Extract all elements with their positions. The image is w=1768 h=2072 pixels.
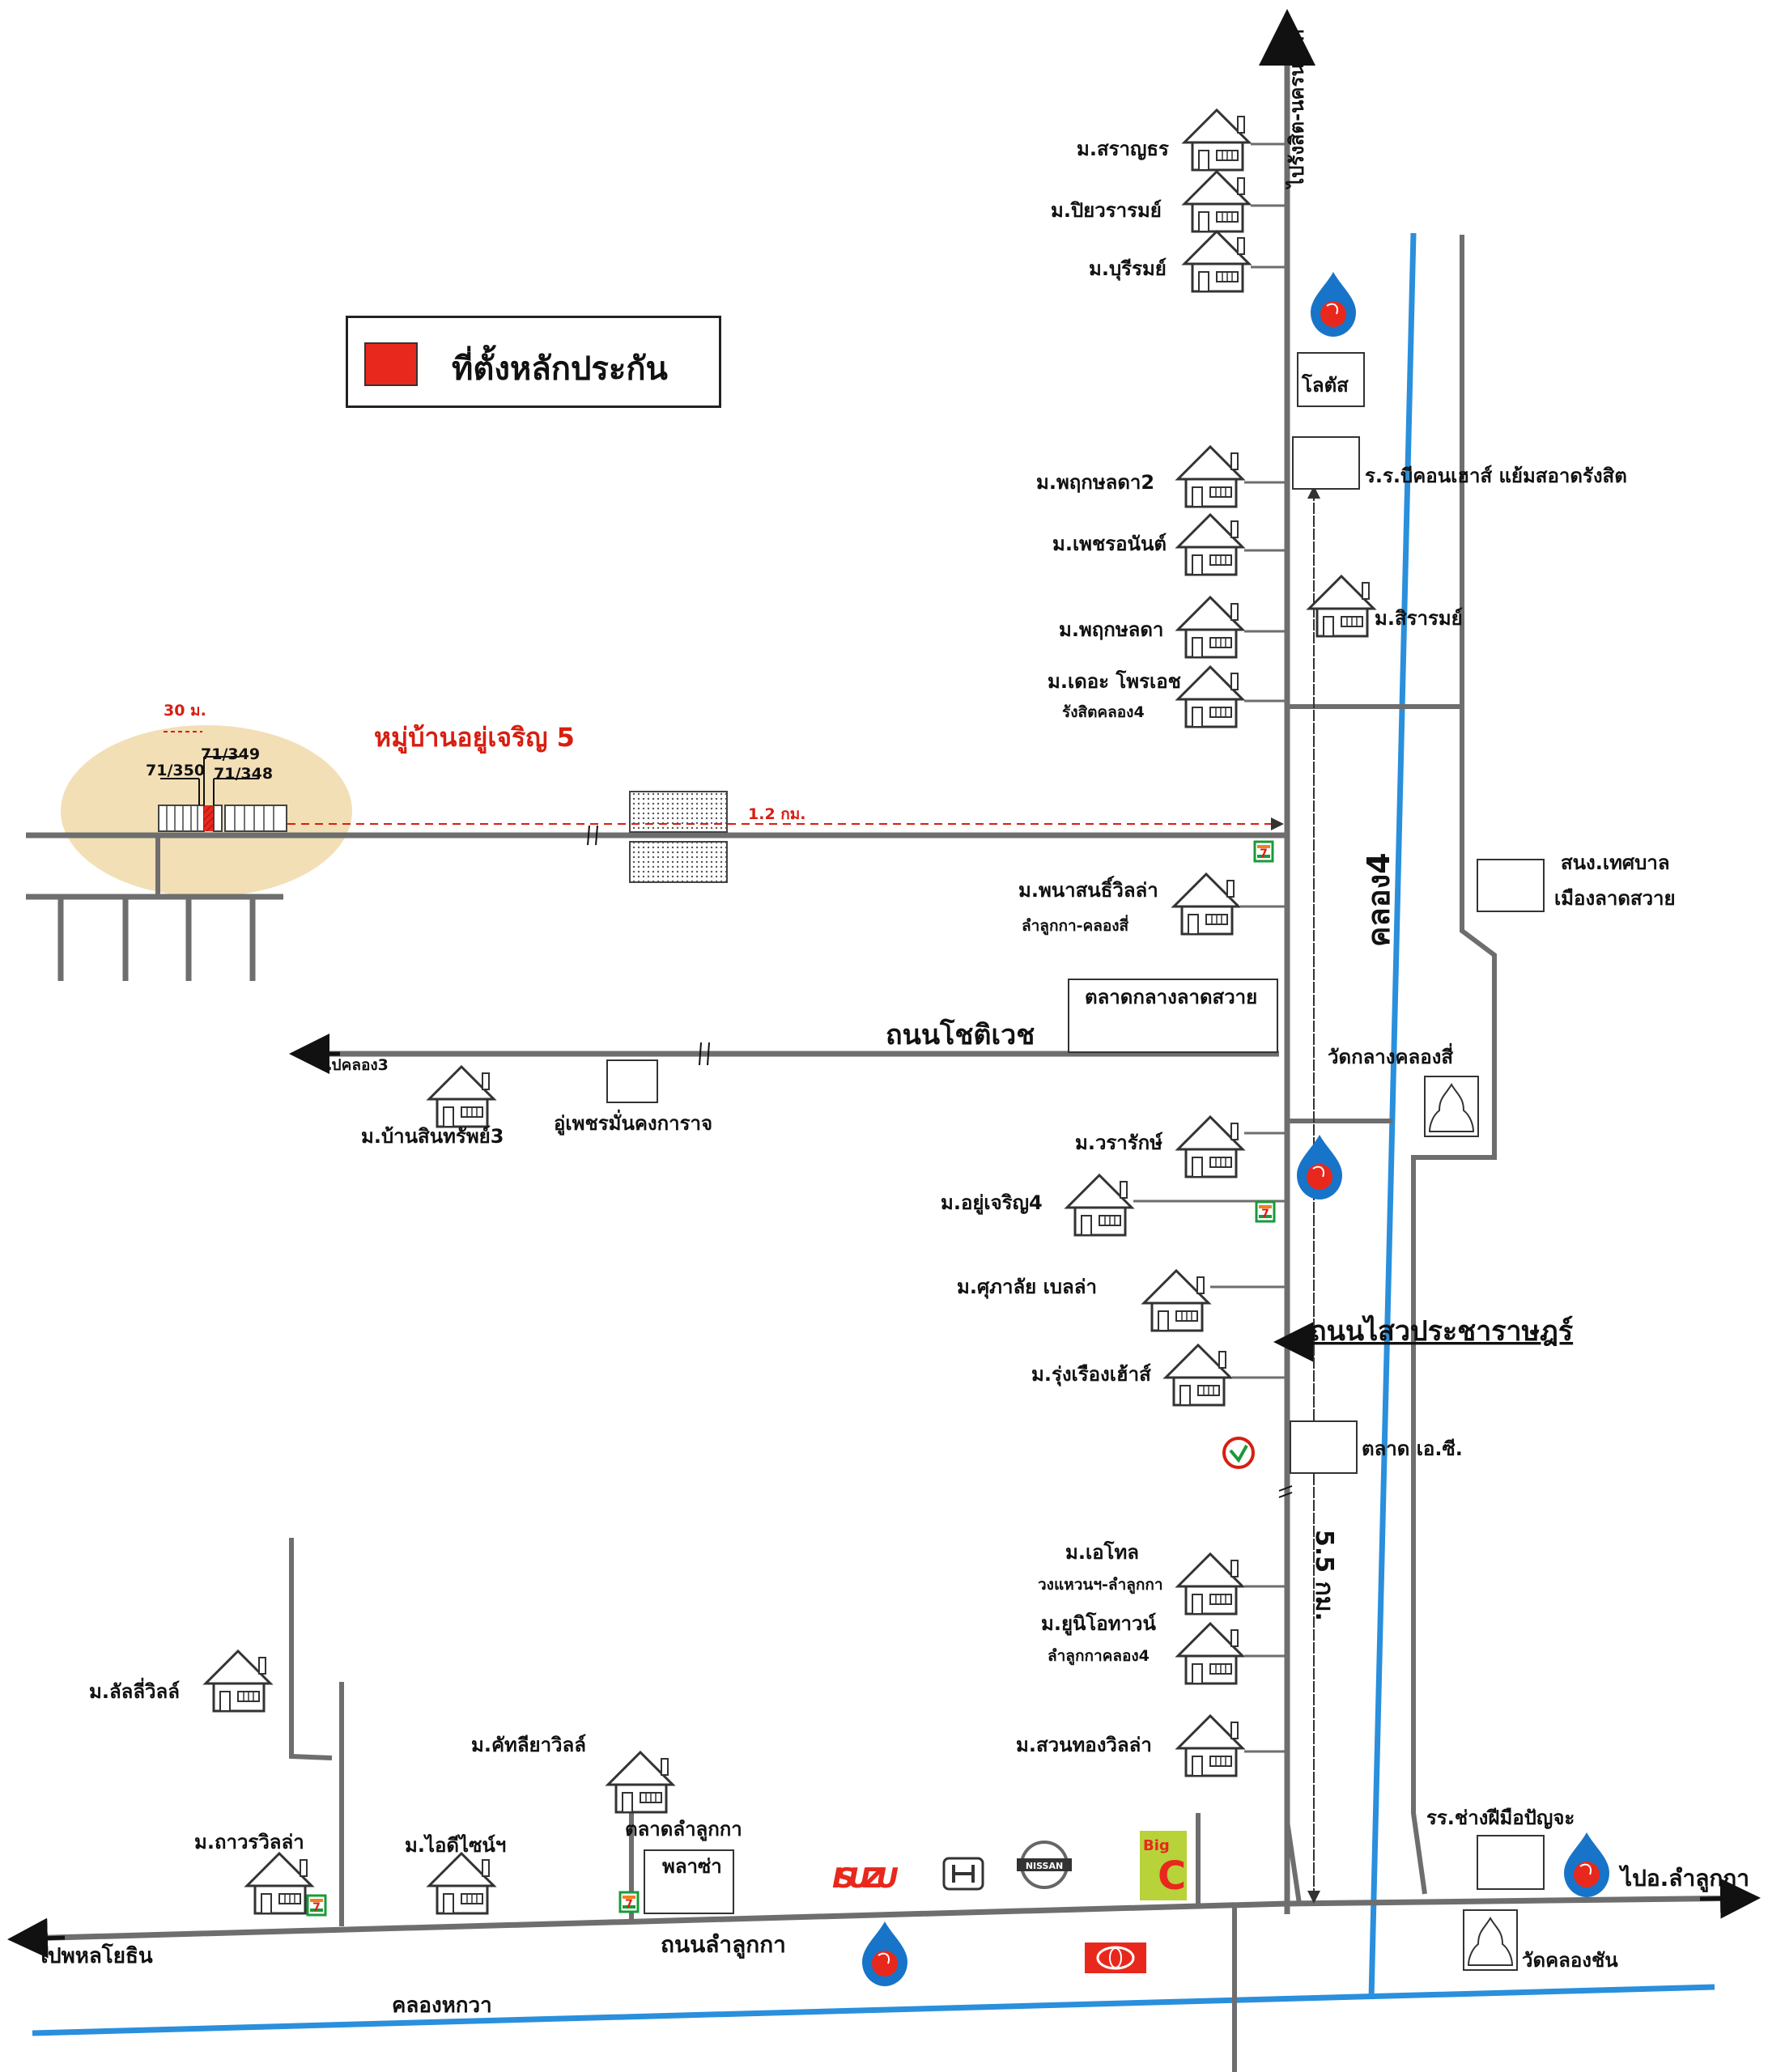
- municipal-label: สนง.เทศบาล: [1561, 851, 1670, 874]
- map-label: ม.บ้านสินทรัพย์3: [361, 1125, 504, 1148]
- map-label: ม.พฤกษลดา: [1059, 618, 1163, 641]
- map-label: วงแหวนฯ-ลำลูกกา: [1038, 1576, 1163, 1594]
- road-north-label: ไปรังสิต-นครนายก: [1285, 29, 1308, 190]
- plaza-label: พลาซ่า: [662, 1855, 722, 1878]
- chotiwet-label: ถนนโชติเวช: [886, 1018, 1035, 1051]
- wat-klang-label: วัดกลางคลองสี่: [1328, 1042, 1453, 1068]
- map-label: ม.ถาวรวิลล่า: [194, 1831, 304, 1853]
- talad-klang-box: [1068, 979, 1278, 1053]
- map-label: NISSAN: [1026, 1861, 1063, 1871]
- to-lamlukka-label: ไปอ.ลำลูกกา: [1618, 1865, 1749, 1892]
- distance-1-2km: 1.2 กม.: [748, 805, 806, 823]
- map-label: ม.บุรีรมย์: [1089, 257, 1167, 282]
- nissan-logo: NISSAN: [1017, 1841, 1072, 1889]
- map-label: ม.ลัลลี่วิลล์: [89, 1677, 180, 1703]
- honda-logo: [942, 1857, 984, 1891]
- map-label: ม.ศุภาลัย เบลล่า: [957, 1276, 1097, 1300]
- canal-khlong4: [1368, 232, 1417, 2000]
- legend-label: ที่ตั้งหลักประกัน: [452, 350, 668, 388]
- yupetch-box: [606, 1059, 658, 1103]
- map-label: ม.ไอดีไซน์ฯ: [405, 1833, 506, 1857]
- temple-icon: [1424, 1076, 1518, 1971]
- map-label: ม.รุ่งเรืองเฮ้าส์: [1031, 1363, 1151, 1387]
- lotus-label: โลตัส: [1301, 373, 1349, 397]
- talad-ac-box: [1290, 1420, 1358, 1474]
- plaza-box: [644, 1849, 734, 1914]
- school-label: ร.ร.บีคอนเฮาส์ แย้มสอาดรังสิต: [1365, 465, 1627, 487]
- canal-khlong-hok-wa: [32, 1984, 1715, 2036]
- lamlukka-road: [23, 1895, 1756, 1942]
- map-label: ม.ปิยวรารมย์: [1051, 199, 1162, 222]
- map-label: ม.พฤกษลดา2: [1036, 471, 1154, 494]
- khlong4-label: คลอง4: [1361, 852, 1396, 947]
- bank-icon: [1222, 1437, 1255, 1469]
- bridge-block-south: [629, 841, 728, 883]
- map-label: ม.เดอะ โพรเอช: [1048, 669, 1181, 693]
- tech-school-label: รร.ช่างฝีมือปัญจะ: [1426, 1807, 1575, 1829]
- lamlukka-road-label: ถนนลำลูกกา: [661, 1931, 786, 1959]
- khlong-hok-wa-label: คลองหกวา: [392, 1993, 492, 2018]
- bigc-logo: Big C: [1140, 1831, 1187, 1900]
- map-label: ม.สิรารมย์: [1375, 607, 1463, 630]
- map-label: ม.พนาสนธิ์วิลล่า: [1018, 876, 1158, 902]
- map-label: ม.เพชรอนันต์: [1052, 533, 1167, 555]
- map-label: ม.ยูนิโอทาวน์: [1041, 1611, 1156, 1636]
- site-lots: [158, 731, 287, 832]
- site-width: 30 ม.: [164, 702, 206, 720]
- lot-348: 71/348: [214, 765, 273, 783]
- talad-ac-label: ตลาด เอ.ซี.: [1362, 1437, 1463, 1460]
- wat-khlong-chan-label: วัดคลองชัน: [1522, 1949, 1618, 1972]
- to-phahon-label: ไปพหลโยธิน: [35, 1942, 153, 1968]
- village-name: หมู่บ้านอยู่เจริญ 5: [374, 722, 575, 754]
- sai-prachharat-label: ถนนไสวประชาราษฎร์: [1310, 1314, 1574, 1348]
- chotiwet-end-label: ไปคลอง3: [322, 1055, 389, 1074]
- map-label: C: [1158, 1853, 1186, 1899]
- talad-klang-label: ตลาดกลางลาดสวาย: [1085, 986, 1257, 1008]
- legend: ที่ตั้งหลักประกัน: [346, 316, 721, 408]
- isuzu-logo: ISUZU: [832, 1862, 899, 1895]
- toyota-logo: [1085, 1942, 1146, 1973]
- tech-school-box: [1477, 1835, 1545, 1890]
- map-label: ลำลูกกา-คลองสี่: [1022, 915, 1129, 936]
- yupetch-label: อู่เพชรมั่นคงการาจ: [554, 1109, 712, 1136]
- map-label: ม.เอโทล: [1065, 1540, 1139, 1564]
- legend-swatch-icon: [364, 342, 418, 386]
- map-label: Big: [1143, 1837, 1170, 1854]
- map-label: ม.สวนทองวิลล่า: [1016, 1734, 1152, 1756]
- map-label: ม.คัทลียาวิลล์: [471, 1734, 586, 1756]
- bridge-block-north: [629, 791, 728, 833]
- lotus-box: [1297, 352, 1365, 407]
- map-label: ลำลูกกาคลอง4: [1048, 1647, 1150, 1666]
- map-label: รังสิตคลอง4: [1062, 703, 1145, 721]
- map-label: ม.วรารักษ์: [1075, 1132, 1163, 1154]
- municipal-label-2: เมืองลาดสวาย: [1554, 887, 1676, 910]
- lot-349: 71/349: [201, 745, 260, 763]
- map-label: ม.อยู่เจริญ4: [941, 1191, 1043, 1215]
- talad-lamlukka-label: ตลาดลำลูกกา: [625, 1818, 742, 1841]
- school-box: [1292, 436, 1360, 490]
- map-label: ม.สราญธร: [1077, 138, 1169, 160]
- lot-350: 71/350: [146, 762, 205, 779]
- distance-5-5km: 5.5 กม.: [1310, 1530, 1338, 1621]
- municipal-box: [1477, 859, 1545, 912]
